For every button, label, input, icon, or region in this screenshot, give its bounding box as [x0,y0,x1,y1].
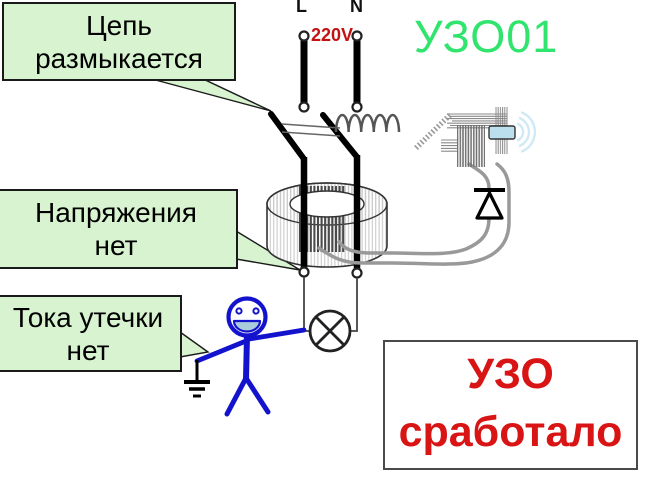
callout-circuit-opens: Цепь размыкается [2,2,236,81]
page-title: УЗО01 [414,11,559,62]
person-stick-figure [184,296,307,417]
relay-core-icon [457,125,485,167]
trip-linkage-icon [281,123,341,129]
earth-ground-icon [184,360,210,398]
callout-line: Цепь [85,9,153,41]
voltage-label: 220V [311,25,354,45]
callout-line: нет [66,334,110,366]
callout-line: Тока утечки [12,301,164,333]
lamp-icon [303,277,358,353]
callout-line: нет [94,230,138,261]
callout-no-leakage: Тока утечки нет [0,295,182,372]
release-waves-icon [516,111,537,153]
phase-terminal-icon [298,30,310,42]
neutral-terminal-icon [351,30,363,42]
breaker-contacts-icon [268,111,360,162]
relay-lever-icon [414,112,453,150]
diode-icon [474,188,505,220]
phase-label: L [296,0,307,16]
status-line: УЗО [467,350,554,398]
callout-no-voltage: Напряжения нет [0,189,238,269]
status-line: сработало [398,408,623,456]
relay-plunger-icon [488,125,516,140]
callout-line: размыкается [35,42,203,74]
neutral-label: N [350,0,363,16]
terminals [298,30,363,279]
trip-coil-icon [334,113,401,133]
smile-icon [232,319,262,333]
relay-electromagnet-icon [414,107,537,167]
status-box: УЗО сработало [383,340,638,470]
callout-line: Напряжения [35,197,197,228]
